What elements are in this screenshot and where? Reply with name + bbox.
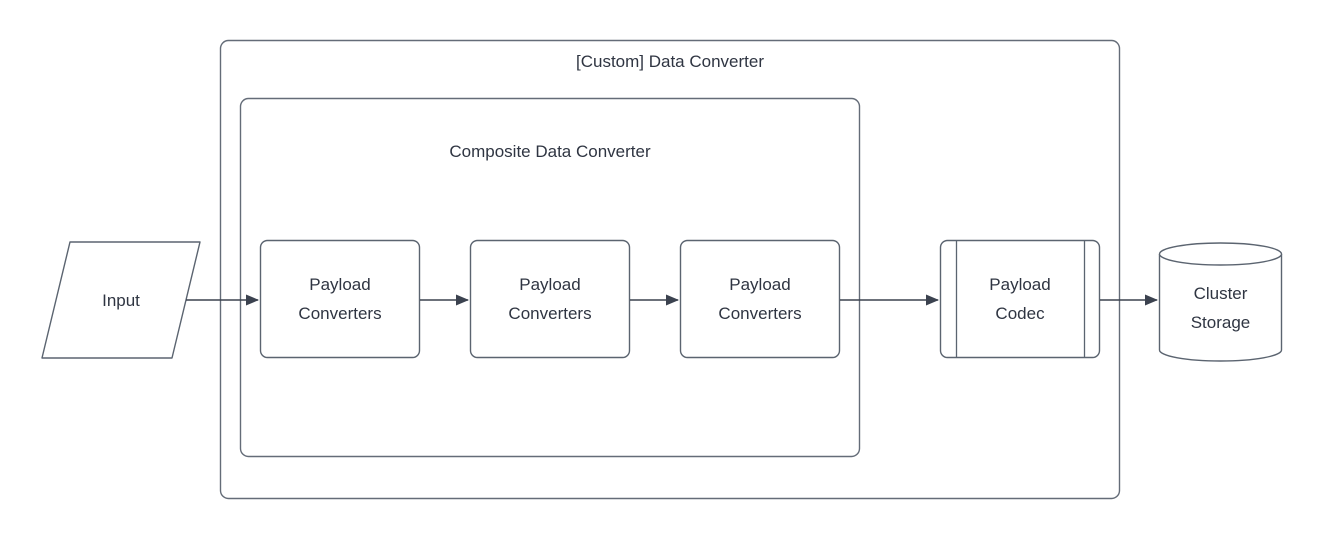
payload-codec-label-text: Payload Codec [989,275,1051,323]
input-label: Input [42,242,200,358]
payload-converters-1-label-text: Payload Converters [298,275,382,323]
payload-converters-box-1 [259,239,421,359]
payload-converters-box-3 [679,239,841,359]
payload-codec-label: Payload Codec [956,240,1084,358]
payload-converters-3-label-text: Payload Converters [718,275,802,323]
cluster-storage-label: Cluster Storage [1159,252,1282,364]
payload-converters-1-label: Payload Converters [260,240,420,358]
custom-data-converter-title: [Custom] Data Converter [575,52,764,71]
payload-codec-box [939,239,1101,359]
payload-converters-2-label-text: Payload Converters [508,275,592,323]
cluster-storage-cylinder-top [1158,242,1283,266]
cluster-storage-label-text: Cluster Storage [1190,284,1251,332]
payload-converters-3-label: Payload Converters [680,240,840,358]
cluster-storage-cylinder-body [1158,254,1283,362]
payload-converters-box-2 [469,239,631,359]
composite-data-converter-title: Composite Data Converter [449,142,651,161]
input-label-text: Input [102,290,140,310]
payload-converters-2-label: Payload Converters [470,240,630,358]
input-parallelogram [41,241,201,359]
